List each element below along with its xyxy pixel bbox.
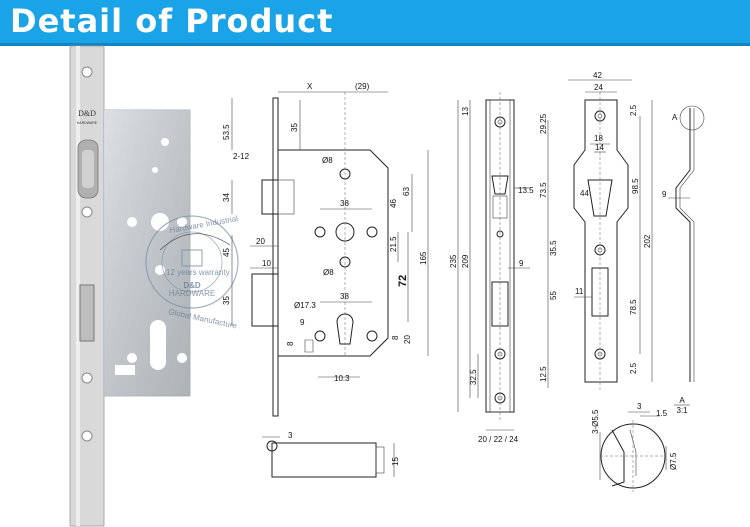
dim-8-left: 8 <box>286 341 295 346</box>
dim-9-front: 9 <box>519 259 524 268</box>
dim-29-25: 29.25 <box>539 113 548 134</box>
dim-13: 13 <box>461 107 470 116</box>
dim-165: 165 <box>419 251 428 265</box>
dim-98-5: 98.5 <box>631 178 640 194</box>
side-view-labels: X (29) 53.5 35 2-12 Ø8 34 63 38 46 21.5 … <box>222 82 428 383</box>
faceplate-view-labels: 42 24 2.5 29.25 18 14 73.5 44 98.5 202 3… <box>539 71 652 382</box>
product-photo: D&D HARDWARE <box>69 45 191 527</box>
dim-53-5: 53.5 <box>222 124 231 140</box>
dim-34: 34 <box>222 193 231 202</box>
dim-13-5: 13.5 <box>518 186 534 195</box>
dim-3-detail: 3 <box>637 402 642 411</box>
photo-brand-top: D&D <box>78 109 96 118</box>
dim-15: 15 <box>391 457 400 466</box>
latch-view-drawing <box>262 436 395 478</box>
dim-72: 72 <box>397 275 409 287</box>
dim-3-o5-5: 3-Ø5.5 <box>591 409 600 434</box>
dim-1-5: 1.5 <box>656 409 668 418</box>
detail-a-scale: 3:1 <box>676 406 688 415</box>
detail-a-labels: A 3:1 3 1.5 3-Ø5.5 Ø7.5 <box>591 396 690 470</box>
dim-11: 11 <box>575 287 584 296</box>
dim-235: 235 <box>449 254 458 268</box>
banner-underline <box>0 43 750 46</box>
dim-2-12: 2-12 <box>233 152 250 161</box>
dim-202: 202 <box>643 234 652 248</box>
dim-12-5: 12.5 <box>539 366 548 382</box>
photo-brand-sub: HARDWARE <box>77 121 98 125</box>
dim-42: 42 <box>593 71 602 80</box>
dim-3-latch: 3 <box>288 431 293 440</box>
dim-73-5: 73.5 <box>539 182 548 198</box>
dim-29: (29) <box>355 82 370 91</box>
dim-35-top: 35 <box>290 123 299 132</box>
watermark-sub: HARDWARE <box>169 289 215 298</box>
front-view-labels: 13 13.5 235 209 9 32.5 20 / 22 / 24 <box>449 107 534 444</box>
dim-35-5: 35.5 <box>549 240 558 256</box>
watermark-warranty: 12 years warranty <box>166 268 230 277</box>
dim-2-5-top: 2.5 <box>629 104 638 116</box>
dim-o8-mid: Ø8 <box>323 268 334 277</box>
dim-38-bottom: 38 <box>340 292 349 301</box>
dim-63: 63 <box>402 187 411 196</box>
latch-view-labels: 3 15 <box>288 431 400 466</box>
dim-x: X <box>307 82 313 91</box>
dim-35-bottom: 35 <box>222 296 231 305</box>
side-view-drawing <box>231 91 429 417</box>
dim-32-5: 32.5 <box>469 369 478 385</box>
detail-a-label: A <box>679 396 685 405</box>
dim-10: 10 <box>262 259 271 268</box>
dim-2-5-bottom: 2.5 <box>629 362 638 374</box>
dim-38-top: 38 <box>340 199 349 208</box>
edge-view-labels: A 9 <box>662 113 678 199</box>
dim-20-right: 20 <box>403 335 412 344</box>
dim-8-right: 8 <box>391 335 400 340</box>
dim-18: 18 <box>594 134 603 143</box>
dim-44: 44 <box>580 189 589 198</box>
dim-24: 24 <box>594 83 603 92</box>
dim-78-5: 78.5 <box>629 299 638 315</box>
dim-10-3: 10.3 <box>334 374 350 383</box>
faceplate-view-drawing <box>547 79 653 392</box>
dim-20-22-24: 20 / 22 / 24 <box>478 435 519 444</box>
dim-55: 55 <box>549 291 558 300</box>
dim-14: 14 <box>595 143 604 152</box>
dim-9: 9 <box>300 318 305 327</box>
header-banner: Detail of Product <box>0 0 750 46</box>
front-view-drawing <box>457 92 530 431</box>
dim-a-marker: A <box>672 113 678 122</box>
dim-45: 45 <box>222 248 231 257</box>
dim-46: 46 <box>389 199 398 208</box>
dim-20: 20 <box>256 237 265 246</box>
dim-209: 209 <box>461 254 470 268</box>
page-title: Detail of Product <box>10 2 334 40</box>
watermark-brand: D&D <box>183 281 201 290</box>
dim-21-5: 21.5 <box>389 236 398 252</box>
dim-9-edge: 9 <box>662 190 667 199</box>
dim-o17-3: Ø17.3 <box>294 301 316 310</box>
dim-o7-5: Ø7.5 <box>669 452 678 470</box>
detail-a-drawing <box>599 411 667 492</box>
edge-view-drawing <box>668 105 705 382</box>
dim-o8-top: Ø8 <box>322 156 333 165</box>
